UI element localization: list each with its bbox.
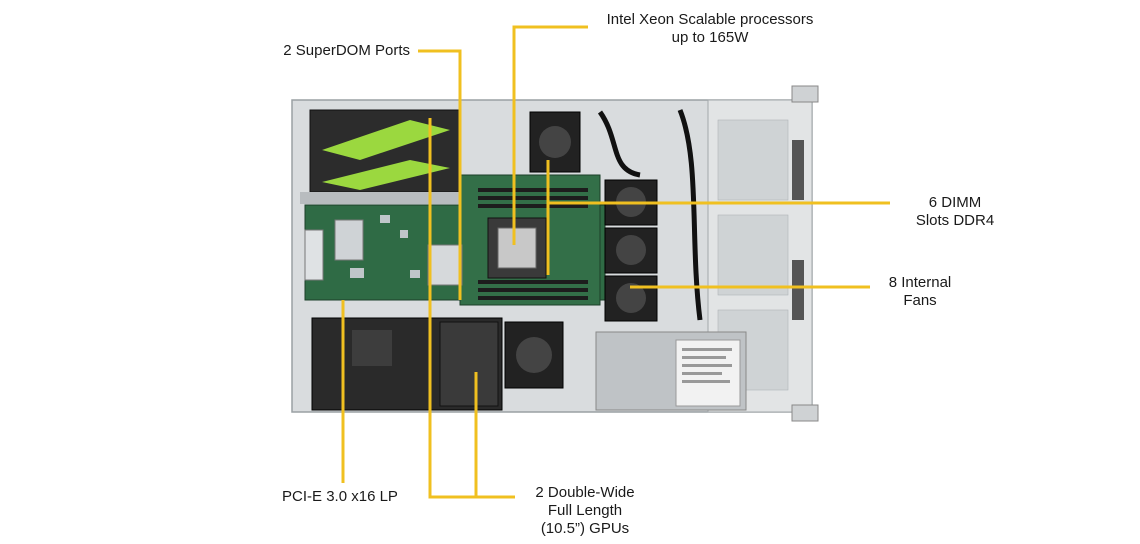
label-fans-line2: Fans [870, 292, 970, 310]
label-superdom: 2 SuperDOM Ports [230, 42, 410, 60]
label-fans: 8 Internal Fans [870, 274, 970, 310]
label-dimm-line2: Slots DDR4 [895, 212, 1015, 230]
label-gpus-line1: 2 Double-Wide [505, 484, 665, 502]
label-fans-line1: 8 Internal [870, 274, 970, 292]
label-gpus-line2: Full Length [505, 502, 665, 520]
label-processors-line1: Intel Xeon Scalable processors [590, 11, 830, 29]
label-gpus-line3: (10.5”) GPUs [505, 520, 665, 538]
label-dimm: 6 DIMM Slots DDR4 [895, 194, 1015, 230]
label-processors: Intel Xeon Scalable processors up to 165… [590, 11, 830, 47]
label-processors-line2: up to 165W [590, 29, 830, 47]
label-dimm-line1: 6 DIMM [895, 194, 1015, 212]
label-pcie: PCI-E 3.0 x16 LP [240, 488, 440, 506]
label-gpus: 2 Double-Wide Full Length (10.5”) GPUs [505, 484, 665, 538]
